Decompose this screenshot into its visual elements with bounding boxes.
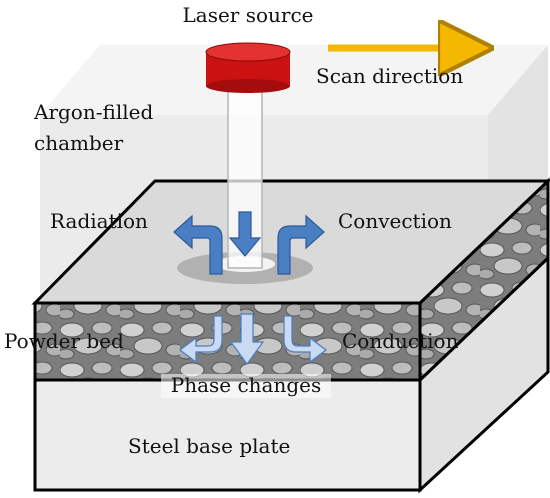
conduction-right-arrow (283, 315, 327, 364)
chamber-label-line1: Argon-filled (33, 100, 153, 124)
base-plate-label: Steel base plate (128, 434, 290, 458)
phase-change-arrow (229, 313, 265, 366)
phase-changes-label: Phase changes (171, 373, 322, 397)
powder-bed-label: Powder bed (4, 329, 124, 353)
laser-source-label: Laser source (182, 3, 313, 27)
conduction-label: Conduction (342, 329, 459, 353)
convection-arrow (277, 214, 325, 275)
chamber-label-line2: chamber (34, 131, 124, 155)
convection-label: Convection (338, 209, 452, 233)
radiation-arrow (173, 214, 223, 275)
conduction-left-arrow (179, 315, 223, 364)
radiation-label: Radiation (50, 209, 148, 233)
scan-direction-label: Scan direction (316, 64, 463, 88)
steel-base-plate (33, 254, 550, 494)
laser-source-icon (205, 42, 291, 93)
powder-top-surface (31, 179, 550, 305)
heat-input-arrow (228, 211, 262, 257)
